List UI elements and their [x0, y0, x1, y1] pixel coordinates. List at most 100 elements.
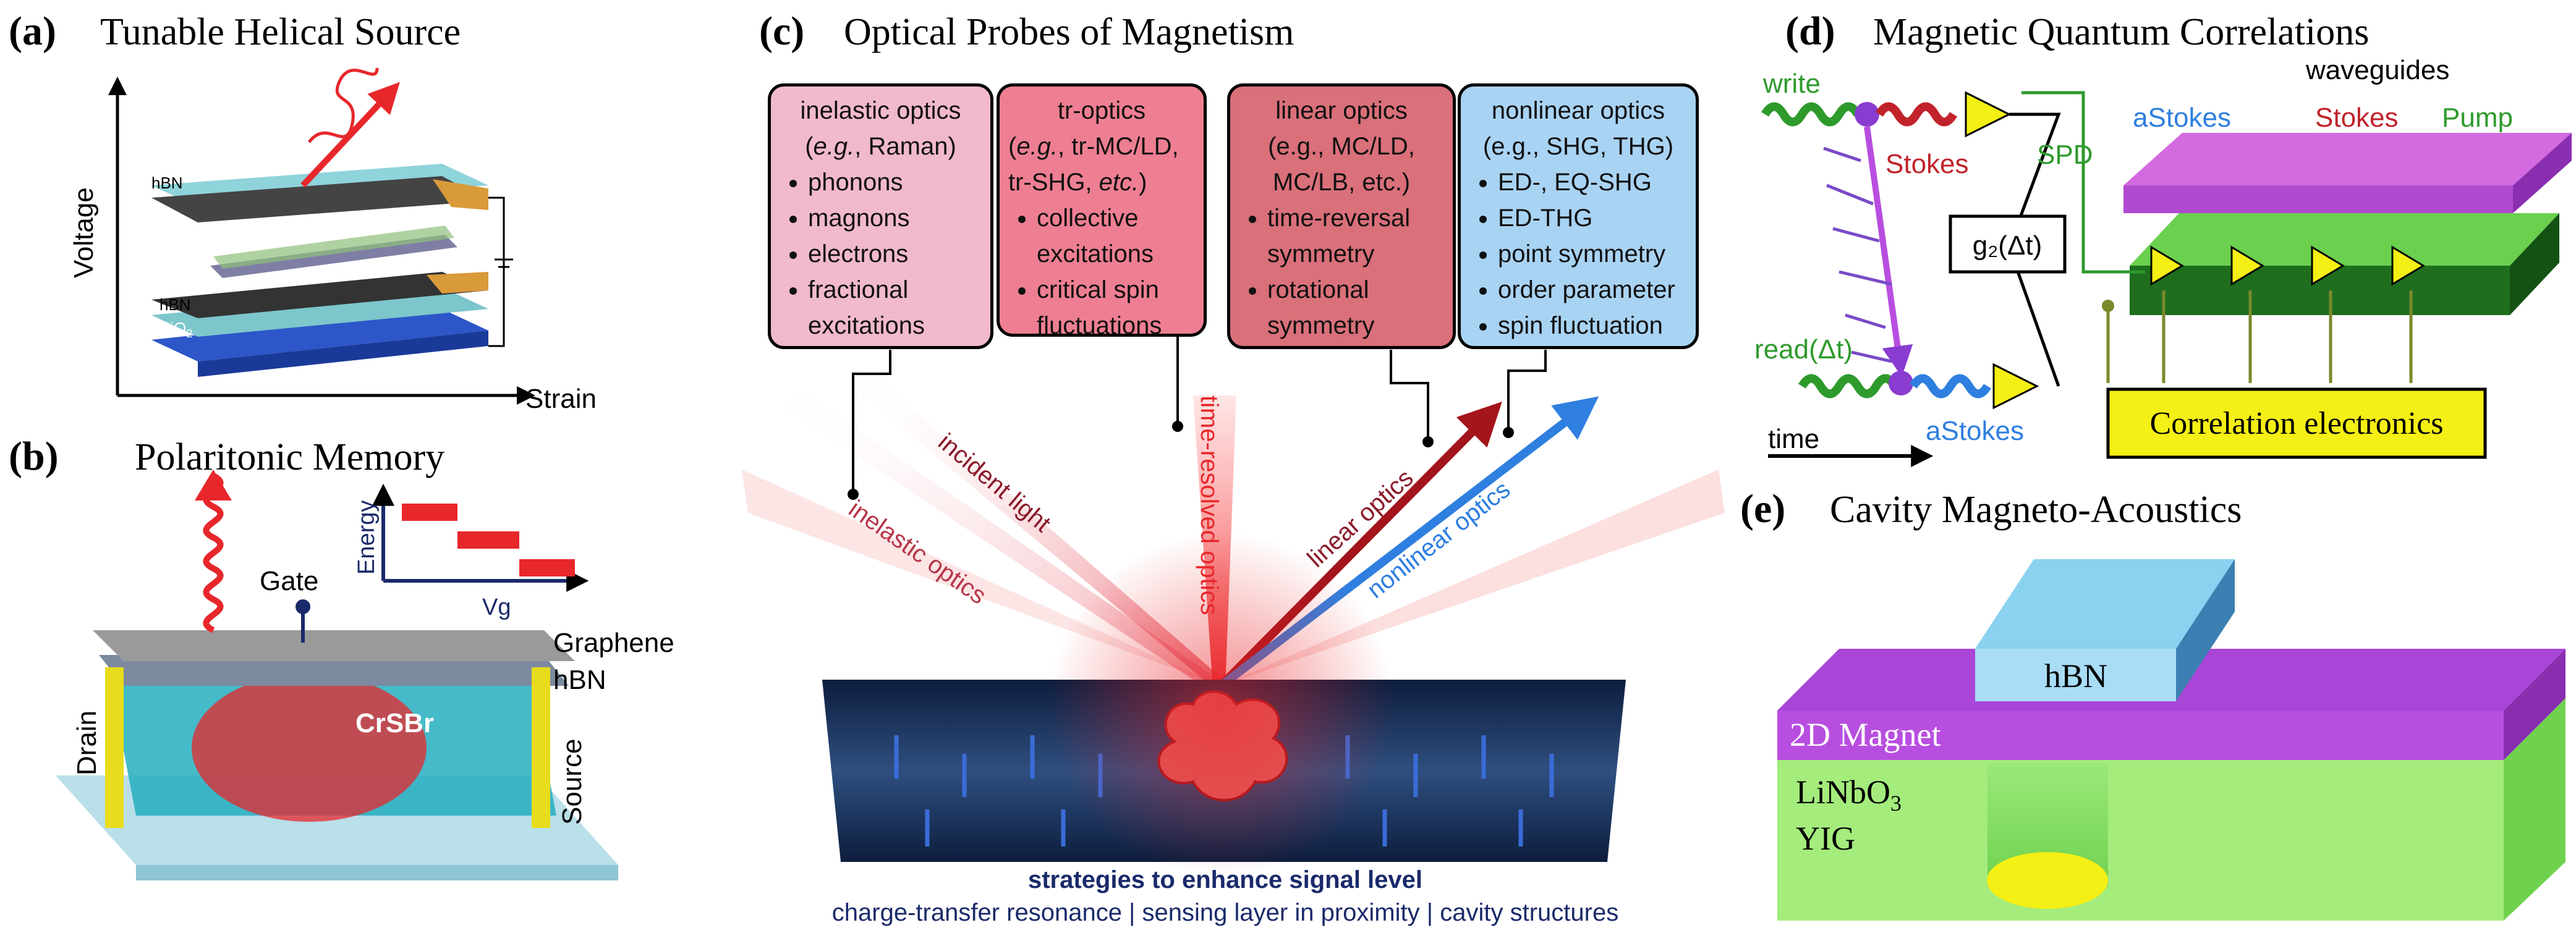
- hbn-top: [1975, 559, 2235, 649]
- cavity-spot: [1987, 852, 2108, 909]
- read-node: [1889, 371, 1913, 395]
- panel-d: (d) Magnetic Quantum Correlations write …: [1754, 9, 2572, 467]
- inset-y-label: Energy: [354, 500, 380, 575]
- hbn-layer: [99, 655, 569, 686]
- g2-label: g₂(Δt): [1973, 230, 2042, 261]
- write-node: [1855, 102, 1879, 127]
- stokes-label: Stokes: [1885, 149, 1969, 179]
- hbn-label: hBN: [2044, 657, 2107, 694]
- source-electrode: [532, 667, 550, 828]
- spin-arrows: [894, 735, 1554, 846]
- sio2-label: SiO2: [159, 319, 192, 340]
- gate-terminal: [295, 599, 310, 614]
- wg-astokes-label: aStokes: [2133, 103, 2231, 133]
- hbn-label: hBN: [553, 665, 606, 695]
- list-item: rotational symmetry: [1267, 272, 1444, 344]
- hbn-top-label: hBN: [151, 174, 183, 192]
- write-pulse: [1761, 102, 1862, 127]
- waveguide-top: [2123, 133, 2572, 185]
- stokes-pulse: [1875, 102, 1958, 127]
- time-label: time: [1768, 424, 1819, 454]
- magnon-transfer-arrow: [1864, 126, 1913, 377]
- panel-b-title: Polaritonic Memory: [135, 436, 444, 478]
- magnon-wave: [1823, 146, 1892, 363]
- list-item: spin fluctuation: [1498, 308, 1687, 344]
- substrate-front: [1777, 760, 2504, 921]
- linbo3-label: LiNbO3: [1796, 774, 1902, 816]
- yig-label: YIG: [1796, 820, 1855, 857]
- waveguides-label: waveguides: [2305, 55, 2449, 85]
- hbn-bottom-label: hBN: [159, 295, 191, 314]
- list-item: point symmetry: [1498, 236, 1687, 272]
- panel-a: (a) Tunable Helical Source Strain Voltag…: [9, 9, 597, 414]
- list-item: time-reversal symmetry: [1267, 200, 1444, 272]
- panel-d-letter: (d): [1785, 9, 1835, 54]
- crsbr-label: CrSBr: [355, 708, 434, 738]
- y-axis-label: Voltage: [69, 187, 99, 278]
- hbn-front: [1975, 649, 2176, 701]
- list-item: fractional excitations: [808, 272, 982, 344]
- correlation-electronics-box: [2106, 387, 2487, 459]
- wg-stokes-label: Stokes: [2315, 103, 2399, 133]
- drain-electrode: [105, 667, 124, 828]
- panel-b-letter: (b): [9, 434, 59, 479]
- chip-top: [2130, 213, 2559, 266]
- correlation-electronics-label: Correlation electronics: [2149, 406, 2443, 441]
- astokes-label: aStokes: [1926, 416, 2024, 446]
- energy-level-2: [457, 531, 519, 549]
- list-item: ED-, EQ-SHG: [1498, 164, 1687, 200]
- gate-label: Gate: [260, 566, 318, 596]
- sio2-layer: [151, 309, 488, 361]
- panel-a-letter: (a): [9, 9, 56, 54]
- panel-b: (b) Polaritonic Memory Energy Vg CrSBr G…: [9, 434, 674, 880]
- list-item: collective excitations: [1037, 200, 1195, 272]
- read-label: read(Δt): [1754, 334, 1853, 365]
- panel-c-title: Optical Probes of Magnetism: [844, 11, 1294, 53]
- source-label: Source: [557, 739, 587, 825]
- box-linear-subtitle: (e.g., MC/LD, MC/LB, etc.): [1268, 133, 1415, 196]
- list-item: ED-THG: [1498, 200, 1687, 236]
- caption-strategies: charge-transfer resonance | sensing laye…: [832, 899, 1618, 926]
- helical-light-arrow: [300, 82, 400, 188]
- magnet-front: [1777, 711, 2504, 760]
- box-inelastic-optics: inelastic optics (e.g., Raman) phonons m…: [768, 83, 993, 349]
- emitted-light-wave: [203, 473, 224, 633]
- drain-label: Drain: [72, 711, 102, 775]
- substrate-side: [2504, 698, 2565, 921]
- box-nonlinear-title: nonlinear optics: [1491, 97, 1665, 124]
- list-item: critical spin fluctuations: [1037, 272, 1195, 344]
- graphene-layer: [93, 630, 575, 661]
- box-tr-subtitle: (e.g., tr-MC/LD, tr-SHG, etc.): [1008, 133, 1179, 196]
- graphene-label: Graphene: [553, 628, 674, 658]
- list-item: phonons: [808, 164, 982, 200]
- box-linear-optics: linear optics (e.g., MC/LD, MC/LB, etc.)…: [1227, 83, 1456, 349]
- g2-box: [1949, 214, 2067, 274]
- read-pulse: [1798, 374, 1899, 399]
- caption-title: strategies to enhance signal level: [1028, 866, 1422, 893]
- list-item: electrons: [808, 236, 982, 272]
- box-nonlinear-optics: nonlinear optics (e.g., SHG, THG) ED-, E…: [1458, 83, 1699, 349]
- energy-level-1: [402, 504, 457, 521]
- x-axis-label: Strain: [525, 384, 597, 414]
- list-item: order parameter: [1498, 272, 1687, 308]
- incident-label: incident light: [933, 428, 1056, 538]
- box-tr-title: tr-optics: [1057, 97, 1146, 124]
- circuit-wire: [488, 196, 505, 347]
- panel-a-title: Tunable Helical Source: [100, 11, 461, 53]
- panel-c-letter: (c): [759, 9, 804, 54]
- box-tr-optics: tr-optics (e.g., tr-MC/LD, tr-SHG, etc.)…: [997, 83, 1207, 339]
- detector-astokes: [1992, 363, 2039, 410]
- astokes-pulse: [1909, 374, 1992, 399]
- box-linear-title: linear optics: [1275, 97, 1408, 124]
- write-label: write: [1762, 69, 1821, 99]
- panel-e: (e) Cavity Magneto-Acoustics 2D Magnet h…: [1740, 486, 2565, 921]
- polariton-glow: [192, 673, 427, 822]
- energy-level-3: [519, 559, 575, 576]
- box-nonlinear-subtitle: (e.g., SHG, THG): [1482, 133, 1674, 160]
- inset-x-label: Vg: [482, 594, 511, 620]
- panel-e-title: Cavity Magneto-Acoustics: [1830, 489, 2242, 531]
- panel-d-title: Magnetic Quantum Correlations: [1873, 11, 2369, 53]
- panel-e-letter: (e): [1740, 486, 1785, 531]
- chip-detectors: [2150, 245, 2425, 286]
- box-inelastic-title: inelastic optics: [800, 97, 961, 124]
